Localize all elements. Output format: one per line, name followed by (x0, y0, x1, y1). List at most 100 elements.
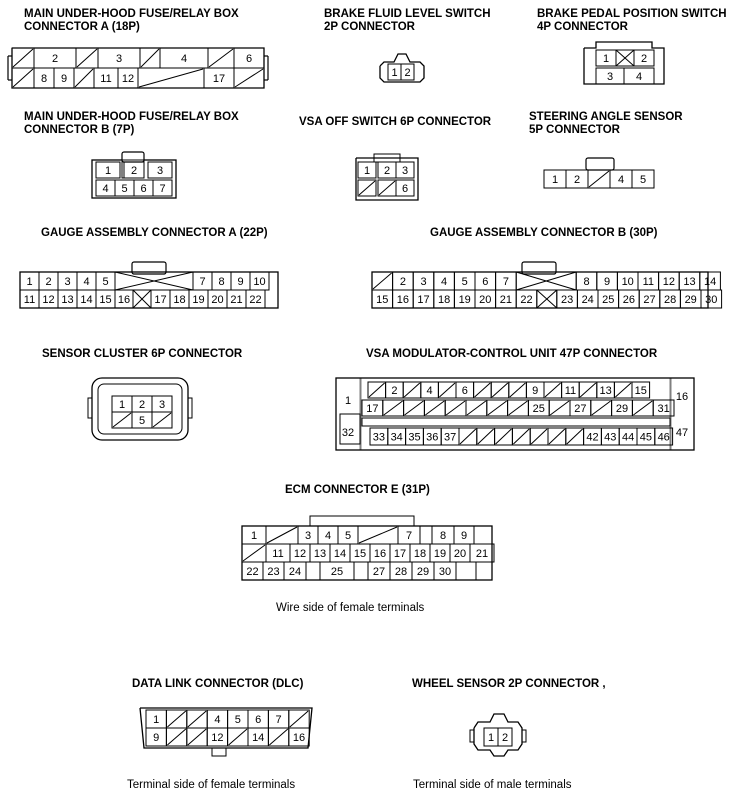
pin-number: 19 (434, 548, 446, 560)
pin-number: 1 (552, 174, 558, 186)
vsa-off-title: VSA OFF SWITCH 6P CONNECTOR (299, 116, 491, 129)
pin-number: 3 (64, 276, 70, 288)
pin-number: 4 (427, 385, 433, 397)
pin-number: 46 (658, 432, 670, 444)
terminal-cell (400, 63, 415, 81)
pin-number: 8 (41, 73, 47, 85)
pin-number: 21 (476, 548, 488, 560)
terminal-cell (357, 161, 377, 179)
pin-number: 8 (218, 276, 224, 288)
blank-slash (138, 68, 204, 88)
pin-number: 47 (676, 427, 688, 439)
pin-number: 18 (414, 548, 426, 560)
pin-number: 1 (105, 165, 111, 177)
blank-slash (549, 400, 570, 416)
pin-number: 1 (251, 530, 257, 542)
blank-slash (459, 428, 477, 445)
fuse-b-title: MAIN UNDER-HOOD FUSE/RELAY BOX CONNECTOR… (24, 111, 239, 136)
terminal-cell (652, 399, 675, 417)
pin-number: 19 (459, 294, 471, 306)
pin-number: 5 (462, 276, 468, 288)
terminal-cell (654, 427, 674, 446)
terminal-cell (497, 727, 513, 747)
pin-number: 7 (406, 530, 412, 542)
pin-number: 11 (24, 294, 35, 306)
pin-number: 36 (426, 432, 438, 444)
brake-fluid-title: BRAKE FLUID LEVEL SWITCH 2P CONNECTOR (324, 8, 491, 33)
pin-number: 9 (604, 276, 610, 288)
pin-number: 15 (635, 385, 647, 397)
pin-number: 14 (80, 294, 92, 306)
gauge-a-title: GAUGE ASSEMBLY CONNECTOR A (22P) (41, 227, 268, 240)
pin-number: 26 (623, 294, 635, 306)
pin-number: 25 (602, 294, 614, 306)
title-line: 2P CONNECTOR (324, 20, 415, 33)
blank-slash (187, 710, 207, 728)
pin-number: 1 (488, 732, 494, 744)
pin-number: 21 (230, 294, 242, 306)
vsa-mod-title: VSA MODULATOR-CONTROL UNIT 47P CONNECTOR (366, 348, 657, 361)
blank-slash (372, 272, 392, 290)
blank-slash (234, 68, 264, 88)
brake-pedal-title: BRAKE PEDAL POSITION SWITCH 4P CONNECTOR (537, 8, 727, 33)
blank-slash (378, 180, 396, 196)
pin-number: 25 (331, 566, 343, 578)
blank-slash (509, 382, 526, 398)
blank-slash (633, 400, 653, 416)
pin-number: 15 (99, 294, 111, 306)
unused-cavity (151, 411, 173, 429)
pin-number: 28 (395, 566, 407, 578)
blank-slash (383, 400, 403, 416)
terminal-cell (152, 179, 173, 197)
blank-slash (242, 544, 266, 562)
blank-cross (615, 49, 635, 67)
blank-slash (548, 428, 566, 445)
pin-number: 33 (373, 432, 385, 444)
pin-number: 17 (154, 294, 166, 306)
pin-number: 24 (582, 294, 594, 306)
pin-number: 1 (153, 714, 159, 726)
pin-number: 17 (417, 294, 429, 306)
pin-number: 23 (267, 566, 279, 578)
connector-housing (335, 377, 695, 451)
pin-number: 11 (100, 73, 111, 85)
blank-slash (269, 728, 289, 746)
locking-tab (131, 261, 167, 275)
blank-cross (114, 271, 194, 291)
pin-number: 10 (253, 276, 265, 288)
pin-number: 5 (139, 415, 145, 427)
blank-slash (76, 48, 98, 68)
terminal-cell (395, 179, 415, 197)
pin-number: 43 (604, 432, 616, 444)
pin-number: 22 (249, 294, 261, 306)
blank-slash (487, 400, 507, 416)
pin-number: 25 (533, 403, 545, 415)
title-line: MAIN UNDER-HOOD FUSE/RELAY BOX (24, 111, 239, 123)
pin-number: 4 (102, 183, 108, 195)
pin-number: 3 (157, 165, 163, 177)
blank-slash (544, 382, 561, 398)
fuse-a-title: MAIN UNDER-HOOD FUSE/RELAY BOX CONNECTOR… (24, 8, 239, 33)
pin-number: 8 (583, 276, 589, 288)
connector-housing (139, 707, 313, 749)
pin-number: 4 (636, 71, 642, 83)
blank-slash (368, 382, 385, 398)
pin-number: 32 (342, 427, 354, 439)
terminal-cell (95, 161, 121, 179)
pin-number: 13 (314, 548, 326, 560)
pin-number: 18 (173, 294, 185, 306)
pin-number: 34 (391, 432, 403, 444)
blank-slash (74, 68, 94, 88)
pin-number: 2 (139, 399, 145, 411)
pin-number: 5 (640, 174, 646, 186)
title-line: BRAKE FLUID LEVEL SWITCH (324, 8, 491, 20)
title-line: 5P CONNECTOR (529, 123, 620, 136)
side-key (521, 729, 527, 743)
pin-number: 3 (159, 399, 165, 411)
side-key (187, 397, 193, 419)
pin-number: 5 (121, 183, 127, 195)
pin-number: 1 (345, 395, 351, 407)
